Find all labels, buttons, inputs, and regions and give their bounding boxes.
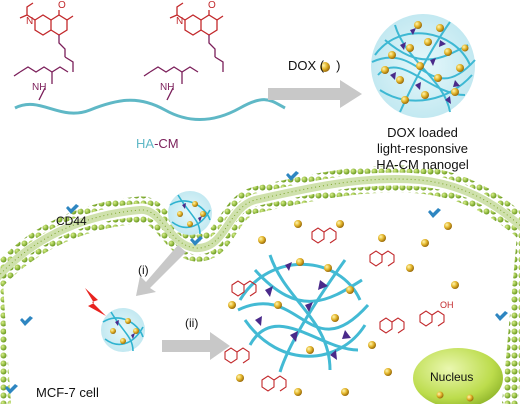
cm-text: CM (158, 136, 179, 151)
cd44-label: CD44 (56, 214, 87, 228)
nh-label-right: NH (160, 82, 175, 93)
n-label-1: N (26, 16, 34, 27)
caption-line-3: HA-CM nanogel (376, 157, 469, 172)
arrow-step-ii (162, 332, 230, 360)
dox-label: DOX () (288, 58, 340, 73)
caption-line-2: light-responsive (376, 141, 469, 156)
light-bolt-icon (85, 288, 106, 316)
nanogel-binding (168, 191, 212, 235)
dash-text: - (154, 136, 159, 151)
o-label-1: O (58, 0, 66, 11)
coumarin-structure-left (13, 2, 74, 84)
dox-label-post: ) (336, 58, 341, 73)
caption-line-1: DOX loaded (387, 125, 458, 140)
n-label-2: N (176, 16, 184, 27)
nanogel-large (371, 14, 476, 118)
ha-text: HA (136, 136, 155, 151)
step-ii-label: (ii) (185, 316, 199, 330)
nucleus-label: Nucleus (430, 370, 474, 384)
nanogel-endocytosed (101, 308, 145, 352)
nucleus (413, 348, 503, 404)
nucleus-dox (436, 391, 474, 402)
arrow-top (268, 80, 362, 108)
cd44-receptors (5, 171, 508, 394)
mcf7-cell-label: MCF-7 cell (36, 385, 99, 400)
ha-cm-label: HA-CM (136, 136, 179, 151)
nh-link-left (38, 87, 46, 101)
ha-backbone-chain (14, 98, 286, 121)
released-coumarin-fragments (224, 227, 445, 392)
cell-membrane (0, 165, 520, 404)
oh-label: OH (440, 300, 454, 310)
coumarin-structure-right (143, 2, 224, 84)
dox-legend-ball (320, 62, 330, 72)
nanogel-disassembled (237, 254, 370, 373)
step-i-label: (i) (138, 263, 149, 277)
nh-link-right (166, 87, 174, 101)
dox-label-pre: DOX ( (288, 58, 325, 73)
nanogel-caption: DOX loaded light-responsive HA-CM nanoge… (355, 125, 490, 173)
o-label-2: O (208, 0, 216, 11)
nh-label-left: NH (32, 82, 47, 93)
arrow-step-i (136, 245, 186, 296)
released-dox-balls (228, 220, 459, 396)
